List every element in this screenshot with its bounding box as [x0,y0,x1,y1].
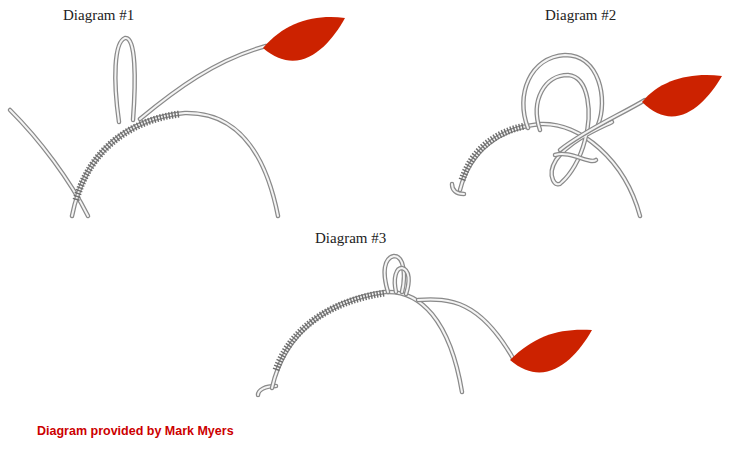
diagram-heading: Diagram #2 [545,6,616,24]
diagram-heading: Diagram #1 [63,6,134,24]
diagram-3-wire [258,256,592,395]
diagram-1-wire [10,17,345,216]
diagram-heading: Diagram #3 [315,229,386,247]
wire-wrap [76,114,180,200]
diagram-2-wire [452,55,722,216]
red-petal [510,330,592,373]
credit-caption: Diagram provided by Mark Myers [37,424,234,439]
wire-wrap [276,293,385,370]
wire-wrap [462,126,525,180]
red-petal [263,17,345,61]
red-petal [642,75,722,116]
